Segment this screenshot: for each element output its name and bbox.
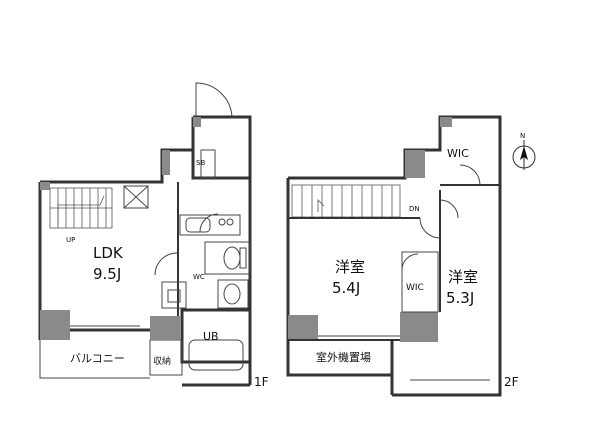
up-label: UP — [66, 236, 75, 244]
entry-walls — [191, 115, 252, 180]
wic-top-label: WIC — [447, 147, 469, 160]
floor1-plan: LDK 9.5J UP WC UB SB バルコニー 収納 1F — [38, 82, 269, 389]
unit-bath-walls — [180, 308, 252, 364]
wc-label: WC — [193, 273, 205, 281]
room2-size: 5.3J — [446, 289, 474, 307]
kitchen-counter — [179, 214, 241, 236]
bathtub — [188, 339, 244, 371]
room-door-swing — [419, 217, 441, 239]
balcony-label: バルコニー — [70, 352, 125, 365]
dn-label: DN — [409, 205, 420, 213]
wic-small — [401, 251, 439, 313]
balcony-outline — [39, 340, 150, 379]
wic-mid-label: WIC — [406, 283, 424, 293]
sink — [185, 217, 211, 233]
room1-size: 5.4J — [332, 279, 360, 297]
column-2f-bl — [288, 315, 318, 340]
toilet — [223, 246, 241, 270]
floor2-label: 2F — [504, 375, 519, 389]
compass-north-label: N — [520, 132, 525, 140]
floor2-plan: 洋室 5.4J 洋室 5.3J WIC WIC DN 室外機置場 2F — [286, 115, 519, 397]
entry-door-swing — [195, 82, 233, 118]
room1-name: 洋室 — [335, 258, 365, 276]
ub-label: UB — [203, 330, 219, 343]
floor2-stairs — [291, 184, 401, 218]
north-compass-icon: N — [512, 132, 536, 170]
washer-space — [161, 281, 187, 309]
room2-name: 洋室 — [448, 268, 478, 286]
storage-label: 収納 — [153, 355, 171, 367]
column-top — [162, 150, 170, 175]
ldk-name: LDK — [93, 244, 124, 262]
floor1-stairs — [49, 187, 113, 229]
fridge-space — [123, 185, 149, 209]
column-2f-mid — [400, 312, 438, 342]
column-mid — [150, 316, 180, 340]
wic-top-door — [459, 164, 481, 186]
outdoor-unit-label: 室外機置場 — [316, 350, 371, 364]
entry-column — [193, 117, 201, 127]
washbasin — [217, 279, 249, 309]
sb-label: SB — [196, 159, 205, 167]
column-2f-top — [405, 150, 425, 178]
ldk-door-swing — [154, 252, 178, 276]
wc-room — [204, 241, 251, 275]
ldk-size: 9.5J — [93, 265, 121, 283]
column-tl — [40, 182, 50, 190]
floor1-top-wall — [40, 148, 195, 184]
column-bl — [40, 310, 70, 340]
floor1-label: 1F — [254, 375, 269, 389]
shoe-box — [200, 149, 216, 179]
